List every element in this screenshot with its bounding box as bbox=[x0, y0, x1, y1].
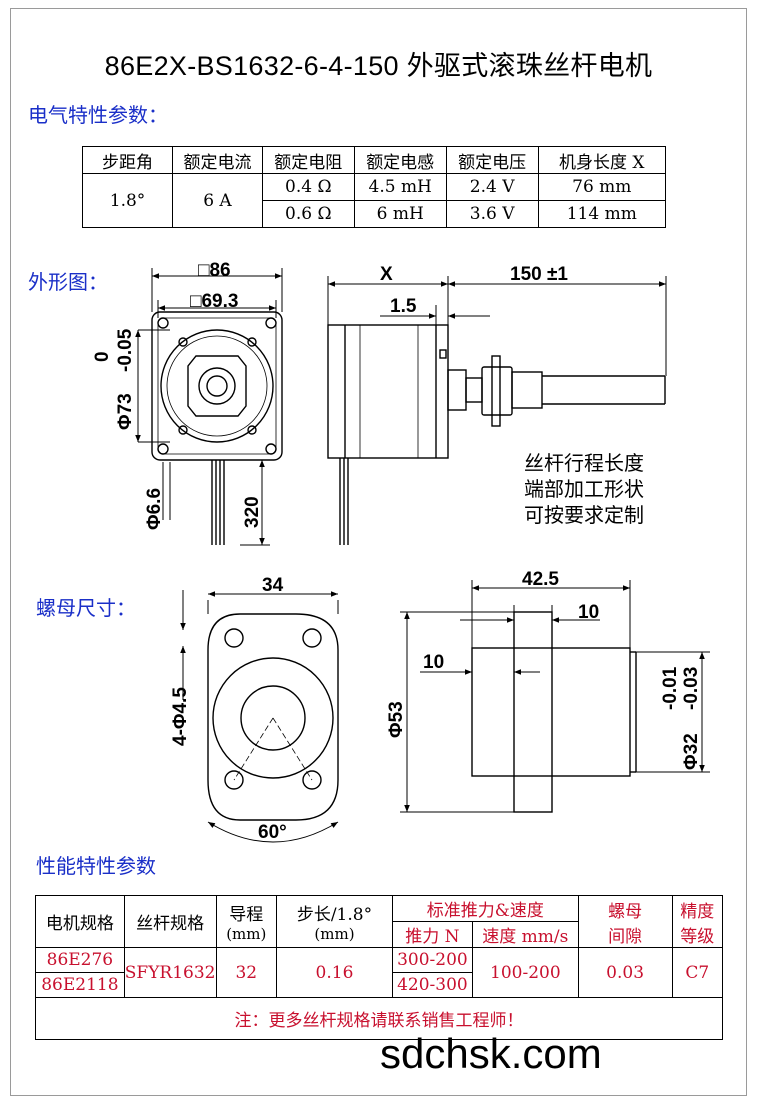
cell-motor-2: 86E2118 bbox=[35, 972, 125, 998]
dim-boss-tolerance: -0.05 bbox=[115, 328, 136, 372]
side-dimensions bbox=[327, 276, 667, 376]
dim-square-86: □86 bbox=[198, 260, 231, 281]
front-dimensions bbox=[135, 268, 283, 546]
dim-body-x: X bbox=[380, 264, 393, 285]
cell-resistance: 0.6 Ω bbox=[261, 200, 355, 228]
cell-step-angle: 1.8° bbox=[81, 173, 174, 228]
dim-lead-length: 320 bbox=[242, 496, 263, 528]
cell-lead: 32 bbox=[215, 947, 278, 998]
cell-length: 76 mm bbox=[537, 173, 667, 201]
nut-front-view bbox=[180, 590, 339, 843]
header-grade: 精度 等级 bbox=[671, 895, 724, 948]
cell-screw: SFYR1632 bbox=[123, 947, 217, 998]
dim-boss-diameter: Φ73 bbox=[115, 393, 136, 430]
header-force-speed: 标准推力&速度 bbox=[391, 895, 579, 922]
section-performance: 性能特性参数 bbox=[36, 854, 156, 878]
dim-stroke: 150 ±1 bbox=[510, 264, 568, 285]
cell-step: 0.16 bbox=[276, 947, 393, 998]
section-nut: 螺母尺寸： bbox=[36, 596, 136, 620]
header-screw: 丝杆规格 bbox=[123, 895, 217, 948]
note-line-1: 丝杆行程长度 bbox=[524, 451, 644, 475]
cell-force-1: 300-200 bbox=[391, 947, 473, 973]
section-electrical: 电气特性参数： bbox=[28, 103, 168, 127]
page-title: 86E2X-BS1632-6-4-150 外驱式滚珠丝杆电机 bbox=[104, 51, 653, 81]
cell-inductance: 6 mH bbox=[353, 200, 447, 228]
cell-inductance: 4.5 mH bbox=[353, 173, 447, 201]
header-voltage: 额定电压 bbox=[445, 146, 539, 174]
dim-nut-tol-b: -0.03 bbox=[681, 667, 702, 710]
dim-nut-length: 42.5 bbox=[522, 569, 559, 590]
header-backlash: 螺母 间隙 bbox=[577, 895, 673, 948]
header-lead: 导程 (mm) bbox=[215, 895, 278, 948]
nut-side-view bbox=[471, 611, 637, 813]
dim-nut-flange-dia: Φ53 bbox=[386, 701, 407, 738]
cell-grade: C7 bbox=[671, 947, 724, 998]
dim-nut-tol-a: -0.01 bbox=[660, 666, 681, 710]
header-step-angle: 步距角 bbox=[81, 146, 174, 174]
dim-flange: 1.5 bbox=[390, 296, 417, 317]
header-motor: 电机规格 bbox=[35, 895, 125, 948]
header-speed: 速度 mm/s bbox=[471, 921, 579, 948]
motor-side-view bbox=[327, 324, 666, 545]
page-frame bbox=[10, 8, 747, 1096]
cell-current: 6 A bbox=[172, 173, 263, 228]
electrical-table: 步距角 额定电流 额定电阻 额定电感 额定电压 机身长度 X 1.8° 6 A … bbox=[81, 146, 667, 228]
dim-nut-flange: 10 bbox=[578, 602, 599, 623]
dim-nut-body-dia: Φ32 bbox=[681, 733, 702, 770]
table-note: 注：更多丝杆规格请联系销售工程师！ bbox=[35, 997, 723, 1040]
dim-square-69: □69.3 bbox=[190, 291, 238, 312]
cell-length: 114 mm bbox=[537, 200, 667, 228]
cell-force-2: 420-300 bbox=[391, 972, 473, 998]
motor-front-view bbox=[151, 311, 283, 545]
note-line-2: 端部加工形状 bbox=[524, 477, 644, 501]
dim-hole: Φ6.6 bbox=[144, 488, 165, 530]
cell-voltage: 3.6 V bbox=[445, 200, 539, 228]
dim-nut-angle: 60° bbox=[258, 822, 287, 843]
dim-nut-shoulder: 10 bbox=[423, 652, 444, 673]
cell-backlash: 0.03 bbox=[577, 947, 673, 998]
cell-motor-1: 86E276 bbox=[35, 947, 125, 973]
watermark: sdchsk.com bbox=[380, 1030, 602, 1077]
cell-speed: 100-200 bbox=[471, 947, 579, 998]
dim-boss-zero: 0 bbox=[92, 351, 113, 362]
dim-nut-width: 34 bbox=[262, 575, 284, 596]
header-body-length: 机身长度 X bbox=[537, 146, 667, 174]
header-step: 步长/1.8° (mm) bbox=[276, 895, 393, 948]
header-force: 推力 N bbox=[391, 921, 473, 948]
dim-nut-holes: 4-Φ4.5 bbox=[170, 687, 191, 746]
performance-table: 电机规格 丝杆规格 导程 (mm) 步长/1.8° (mm) 标准推力&速度 螺… bbox=[35, 895, 724, 1040]
nut-side-dimensions bbox=[400, 580, 710, 813]
note-line-3: 可按要求定制 bbox=[524, 503, 644, 527]
section-outline: 外形图： bbox=[28, 270, 108, 294]
